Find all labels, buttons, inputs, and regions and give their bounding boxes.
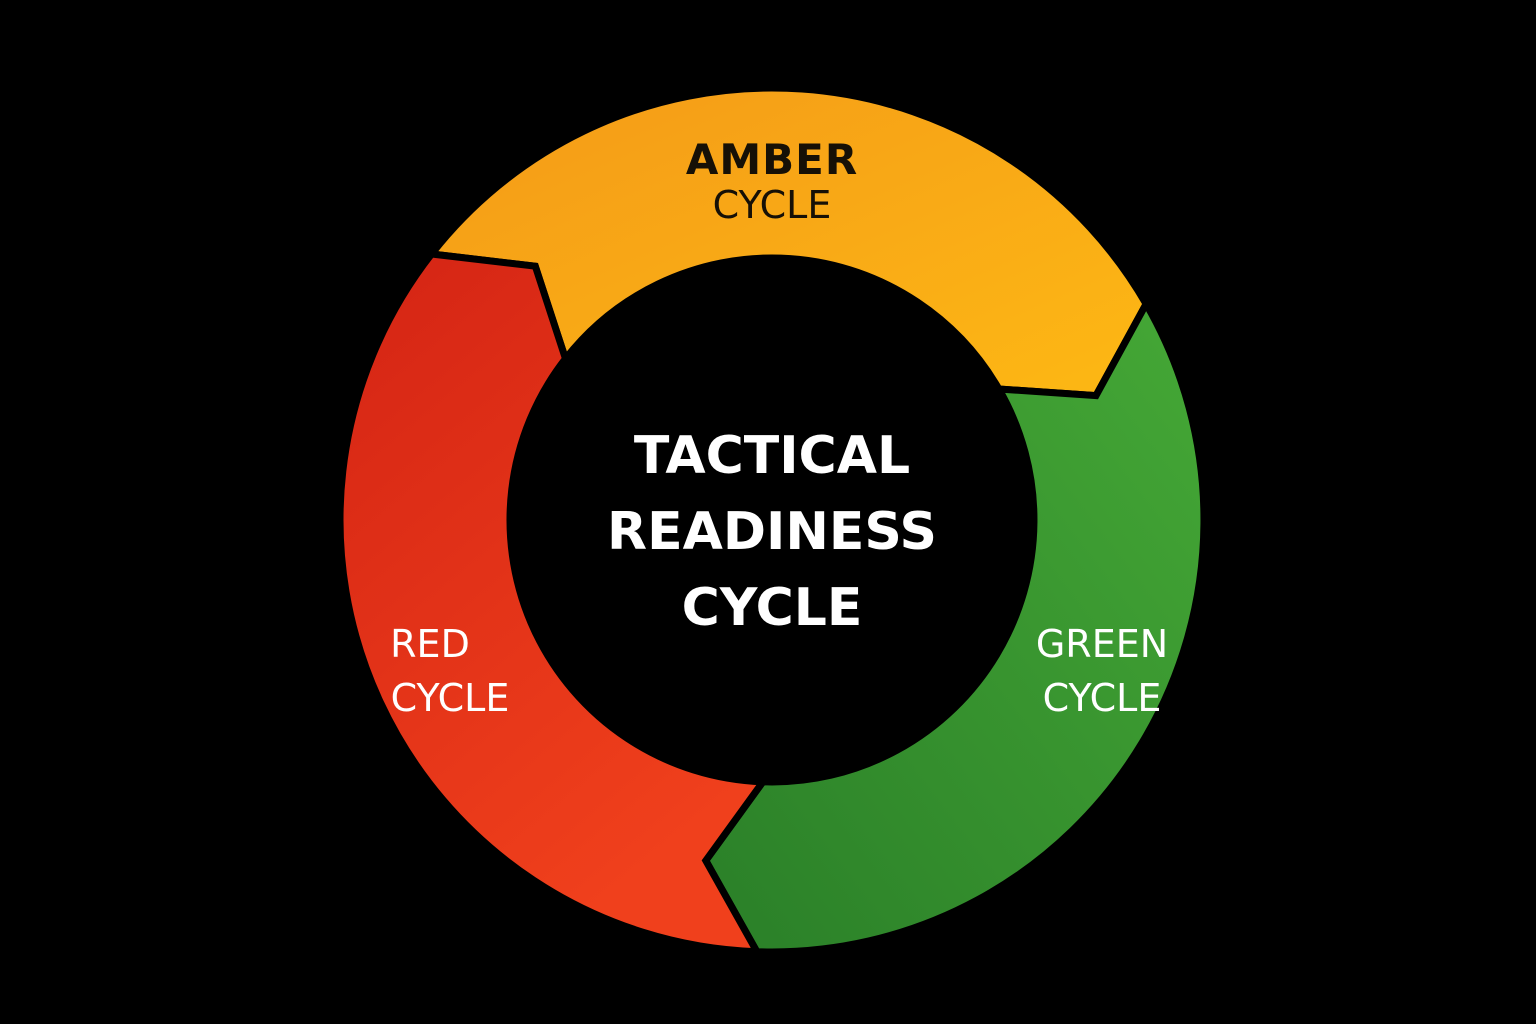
red-cycle-label: RED CYCLE xyxy=(340,617,560,725)
title-line-1: TACTICAL xyxy=(633,426,911,486)
amber-cycle-label: AMBER CYCLE xyxy=(622,135,922,229)
green-name: GREEN xyxy=(1035,622,1169,666)
amber-segment xyxy=(425,84,1151,400)
red-sub: CYCLE xyxy=(390,676,510,720)
green-segment xyxy=(701,296,1208,956)
green-cycle-label: GREEN CYCLE xyxy=(992,617,1212,725)
title-line-3: CYCLE xyxy=(681,578,863,638)
amber-name: AMBER xyxy=(685,135,859,184)
amber-sub: CYCLE xyxy=(712,183,832,228)
red-name: RED xyxy=(390,622,470,666)
red-segment xyxy=(336,250,770,956)
green-sub: CYCLE xyxy=(1042,676,1162,720)
center-title: TACTICAL READINESS CYCLE xyxy=(572,418,972,646)
title-line-2: READINESS xyxy=(607,502,937,562)
